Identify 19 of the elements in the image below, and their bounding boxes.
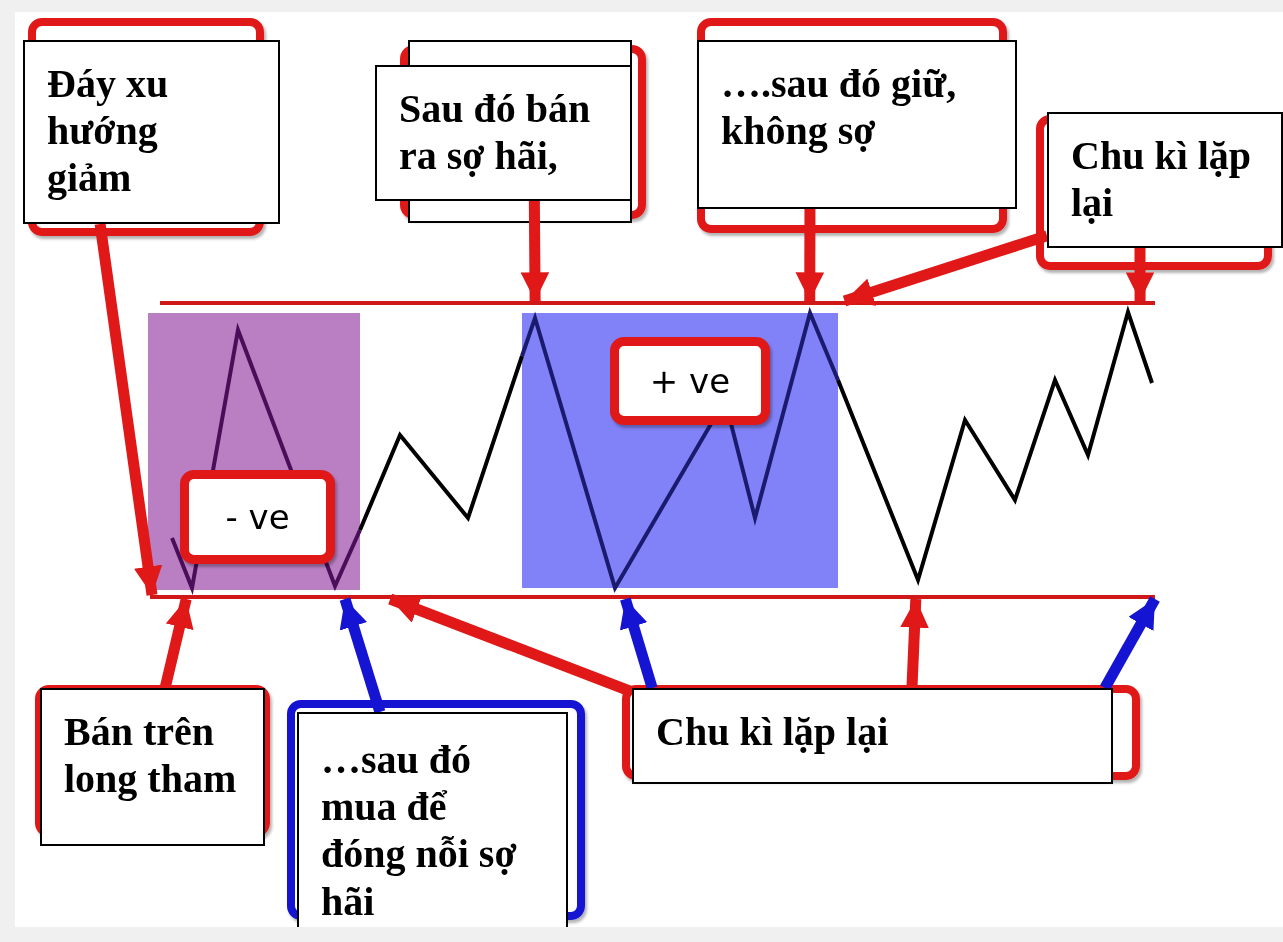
callout-box: Chu kì lặp lại [1047,112,1283,248]
callout-box: Sau đó bán ra sợ hãi, [375,65,632,201]
callout-box: ….sau đó giữ, không sợ [697,40,1017,209]
tag-label: - ve [180,470,335,564]
callout-box: Bán trên long tham [40,688,265,846]
callout-box: Chu kì lặp lại [632,688,1113,784]
arrow [1125,248,1155,301]
arrow [388,593,634,697]
arrow [339,597,386,714]
callout-box: …sau đó mua để đóng nỗi sợ hãi [297,712,568,927]
arrow [520,200,550,302]
tag-label: + ve [610,337,770,425]
arrow [1100,596,1160,691]
callout-box: Đáy xu hướng giảm [23,40,280,224]
shaded-region [522,313,838,588]
shaded-region [148,313,360,590]
arrow [795,209,825,301]
arrow [619,597,658,690]
arrow [842,230,1049,307]
